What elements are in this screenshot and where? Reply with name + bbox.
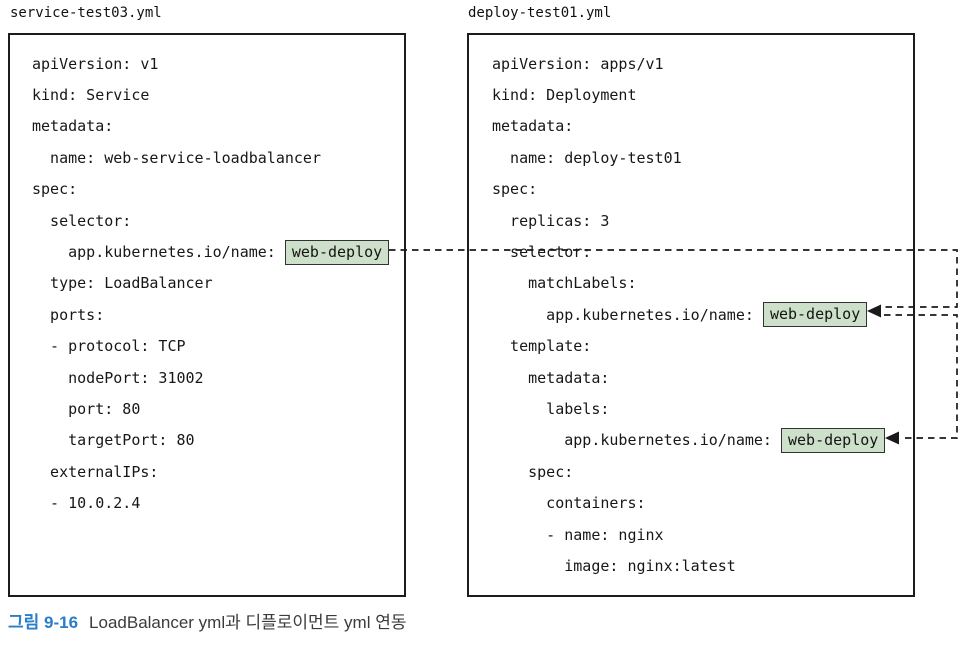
code-line: port: 80: [10, 393, 404, 424]
code-text: type: LoadBalancer: [32, 274, 213, 293]
figure-number-label: 그림 9-16: [8, 613, 79, 632]
code-text: replicas: 3: [492, 211, 610, 230]
code-line: matchLabels:: [469, 268, 913, 299]
code-text: labels:: [492, 399, 610, 418]
code-line: containers:: [469, 487, 913, 518]
code-line: metadata:: [469, 362, 913, 393]
code-text: matchLabels:: [492, 274, 637, 293]
code-line: image: nginx:latest: [469, 550, 913, 581]
code-line: app.kubernetes.io/name: web-deploy: [10, 236, 404, 267]
code-text: nodePort: 31002: [32, 368, 204, 387]
code-line: labels:: [469, 393, 913, 424]
code-text: kind: Service: [32, 86, 150, 105]
code-text: template:: [492, 337, 592, 356]
code-text: app.kubernetes.io/name:: [492, 431, 781, 450]
code-text: apiVersion: apps/v1: [492, 54, 664, 73]
code-text: port: 80: [32, 399, 141, 418]
highlighted-label-web-deploy: web-deploy: [762, 302, 868, 328]
code-line: nodePort: 31002: [10, 362, 404, 393]
code-text: apiVersion: v1: [32, 54, 159, 73]
figure-caption-text: LoadBalancer yml과 디플로이먼트 yml 연동: [89, 613, 407, 632]
code-text: spec:: [32, 180, 78, 199]
code-line: selector:: [469, 236, 913, 267]
code-line: spec:: [469, 174, 913, 205]
code-text: externalIPs:: [32, 462, 159, 481]
code-line: apiVersion: apps/v1: [469, 48, 913, 79]
highlighted-label-web-deploy: web-deploy: [780, 427, 886, 453]
code-line: ports:: [10, 299, 404, 330]
highlighted-label-web-deploy: web-deploy: [284, 239, 390, 265]
code-line: spec:: [10, 174, 404, 205]
service-yaml-box: apiVersion: v1 kind: Service metadata: nam…: [8, 33, 406, 597]
code-line: type: LoadBalancer: [10, 268, 404, 299]
code-line: targetPort: 80: [10, 425, 404, 456]
code-text: spec:: [492, 180, 538, 199]
code-text: app.kubernetes.io/name:: [492, 305, 763, 324]
code-line: app.kubernetes.io/name: web-deploy: [469, 299, 913, 330]
code-line: kind: Service: [10, 79, 404, 110]
deployment-yaml-box: apiVersion: apps/v1 kind: Deployment metad…: [467, 33, 915, 597]
code-text: - name: nginx: [492, 525, 664, 544]
code-line: app.kubernetes.io/name: web-deploy: [469, 425, 913, 456]
code-line: name: deploy-test01: [469, 142, 913, 173]
code-line: externalIPs:: [10, 456, 404, 487]
code-text: spec:: [492, 462, 574, 481]
code-line: name: web-service-loadbalancer: [10, 142, 404, 173]
code-line: metadata:: [10, 111, 404, 142]
code-line: - name: nginx: [469, 519, 913, 550]
code-text: containers:: [492, 494, 646, 513]
code-line: apiVersion: v1: [10, 48, 404, 79]
code-text: - protocol: TCP: [32, 337, 186, 356]
code-line: kind: Deployment: [469, 79, 913, 110]
code-text: targetPort: 80: [32, 431, 195, 450]
code-line: template:: [469, 331, 913, 362]
code-text: name: deploy-test01: [492, 148, 682, 167]
code-line: spec:: [469, 456, 913, 487]
code-text: image: nginx:latest: [492, 556, 736, 575]
code-line: - 10.0.2.4: [10, 487, 404, 518]
code-text: metadata:: [32, 117, 114, 136]
service-file-title: service-test03.yml: [10, 5, 162, 21]
code-text: name: web-service-loadbalancer: [32, 148, 321, 167]
code-line: replicas: 3: [469, 205, 913, 236]
code-line: selector:: [10, 205, 404, 236]
code-text: kind: Deployment: [492, 86, 637, 105]
code-text: - 10.0.2.4: [32, 494, 141, 513]
deployment-file-title: deploy-test01.yml: [468, 5, 612, 21]
figure-caption: 그림 9-16 LoadBalancer yml과 디플로이먼트 yml 연동: [8, 611, 406, 635]
code-text: ports:: [32, 305, 105, 324]
code-line: metadata:: [469, 111, 913, 142]
code-text: metadata:: [492, 368, 610, 387]
code-text: app.kubernetes.io/name:: [32, 243, 285, 262]
code-line: - protocol: TCP: [10, 331, 404, 362]
code-text: selector:: [492, 243, 592, 262]
code-text: metadata:: [492, 117, 574, 136]
code-text: selector:: [32, 211, 132, 230]
